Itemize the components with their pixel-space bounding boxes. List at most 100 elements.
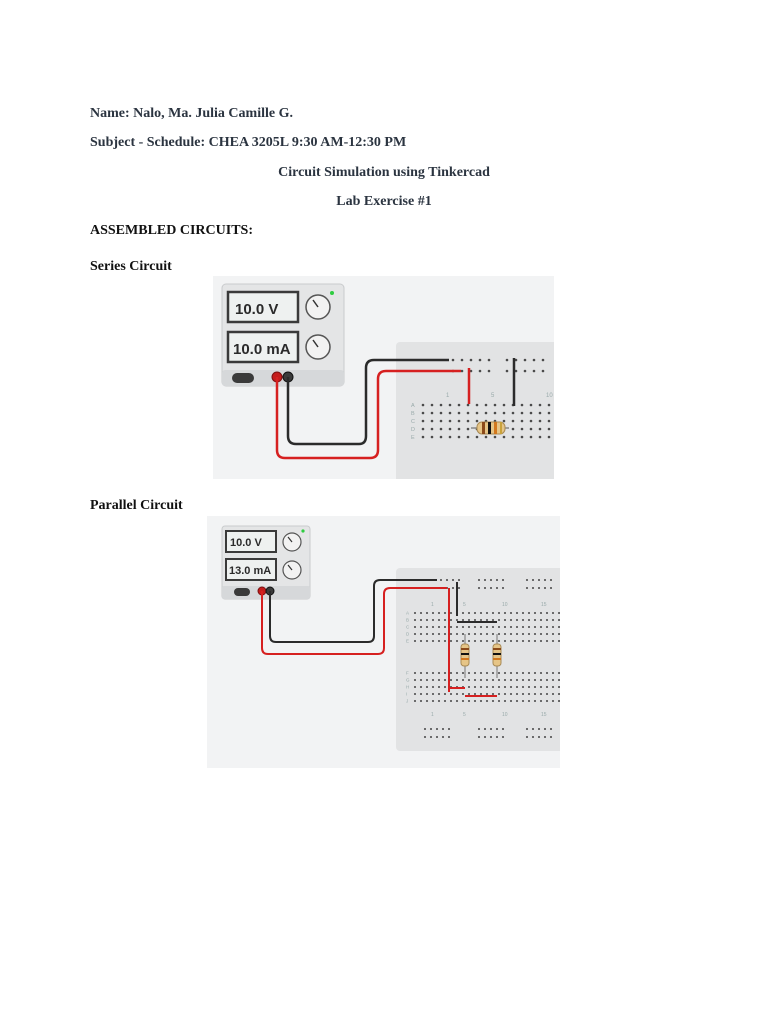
breadboard-hole (473, 618, 477, 622)
breadboard-hole (413, 625, 417, 629)
breadboard-hole (431, 611, 435, 615)
breadboard-hole (449, 618, 453, 622)
breadboard-hole (529, 419, 533, 423)
breadboard-hole (425, 692, 429, 696)
breadboard-hole (489, 727, 493, 731)
breadboard-hole (539, 639, 543, 643)
breadboard-hole (497, 685, 501, 689)
breadboard-hole (491, 671, 495, 675)
breadboard-hole (549, 727, 553, 731)
power-switch[interactable] (232, 373, 254, 383)
breadboard-hole (413, 639, 417, 643)
breadboard-column-label: 1 (431, 602, 434, 608)
breadboard-hole (451, 578, 455, 582)
breadboard-hole (557, 611, 560, 615)
breadboard-hole (467, 632, 471, 636)
breadboard-hole (467, 685, 471, 689)
breadboard-hole (543, 727, 547, 731)
document-subtitle: Lab Exercise #1 (336, 194, 432, 209)
breadboard-hole (557, 632, 560, 636)
breadboard-hole (523, 369, 527, 373)
breadboard-hole (491, 611, 495, 615)
breadboard-row-label: D (411, 427, 415, 433)
breadboard-column-label: 10 (546, 393, 553, 399)
breadboard-hole (491, 632, 495, 636)
breadboard-hole (557, 639, 560, 643)
breadboard-hole (487, 358, 491, 362)
breadboard-hole (457, 419, 461, 423)
breadboard-hole (419, 625, 423, 629)
breadboard-hole (505, 369, 509, 373)
breadboard-hole (493, 411, 497, 415)
breadboard-row-label: G (406, 678, 410, 683)
breadboard-hole (447, 735, 451, 739)
breadboard-hole (520, 403, 524, 407)
breadboard-hole (484, 435, 488, 439)
resistor-band (482, 422, 485, 434)
current-display (226, 330, 300, 364)
breadboard-hole (479, 639, 483, 643)
breadboard-hole (437, 678, 441, 682)
breadboard-hole (497, 639, 501, 643)
voltage-display (225, 530, 277, 553)
breadboard-column-label: 5 (463, 712, 466, 718)
breadboard-hole (461, 611, 465, 615)
breadboard-hole (537, 578, 541, 582)
breadboard-hole (539, 618, 543, 622)
breadboard-row-label: B (411, 411, 415, 417)
breadboard-hole (541, 369, 545, 373)
breadboard-hole (467, 625, 471, 629)
breadboard-hole (466, 435, 470, 439)
current-readout: 10.0 mA (233, 341, 291, 358)
breadboard-hole (531, 727, 535, 731)
breadboard-hole (533, 611, 537, 615)
breadboard-hole (503, 678, 507, 682)
breadboard-hole (529, 403, 533, 407)
breadboard-hole (533, 632, 537, 636)
breadboard-hole (527, 671, 531, 675)
breadboard-column-label: 1 (431, 712, 434, 718)
breadboard-hole (448, 411, 452, 415)
breadboard-hole (455, 618, 459, 622)
breadboard-hole (421, 411, 425, 415)
breadboard-hole (485, 685, 489, 689)
breadboard-hole (460, 369, 464, 373)
breadboard-hole (430, 411, 434, 415)
breadboard-hole (551, 692, 555, 696)
name-label: Name: (90, 106, 130, 121)
breadboard-hole (509, 632, 513, 636)
breadboard-hole (467, 639, 471, 643)
breadboard-hole (551, 625, 555, 629)
breadboard-hole (455, 632, 459, 636)
breadboard-hole (497, 611, 501, 615)
breadboard-hole (439, 435, 443, 439)
breadboard-hole (539, 692, 543, 696)
breadboard-hole (448, 403, 452, 407)
breadboard-column-label: 1 (446, 393, 450, 399)
breadboard-hole (557, 618, 560, 622)
breadboard-hole (545, 618, 549, 622)
power-switch[interactable] (234, 588, 250, 596)
breadboard-hole (479, 699, 483, 703)
breadboard-hole (533, 671, 537, 675)
breadboard-hole (557, 671, 560, 675)
breadboard (396, 342, 554, 479)
breadboard-hole (533, 618, 537, 622)
breadboard-hole (425, 618, 429, 622)
breadboard-hole (479, 611, 483, 615)
breadboard-hole (466, 427, 470, 431)
breadboard-hole (443, 685, 447, 689)
breadboard-hole (461, 639, 465, 643)
breadboard-hole (466, 419, 470, 423)
breadboard-hole (431, 699, 435, 703)
breadboard-hole (449, 611, 453, 615)
breadboard-hole (489, 735, 493, 739)
breadboard-hole (431, 639, 435, 643)
breadboard-hole (437, 625, 441, 629)
breadboard-hole (529, 411, 533, 415)
breadboard-hole (509, 678, 513, 682)
breadboard-hole (532, 369, 536, 373)
breadboard-hole (439, 578, 443, 582)
breadboard-row-label: J (406, 699, 408, 704)
breadboard-hole (477, 735, 481, 739)
